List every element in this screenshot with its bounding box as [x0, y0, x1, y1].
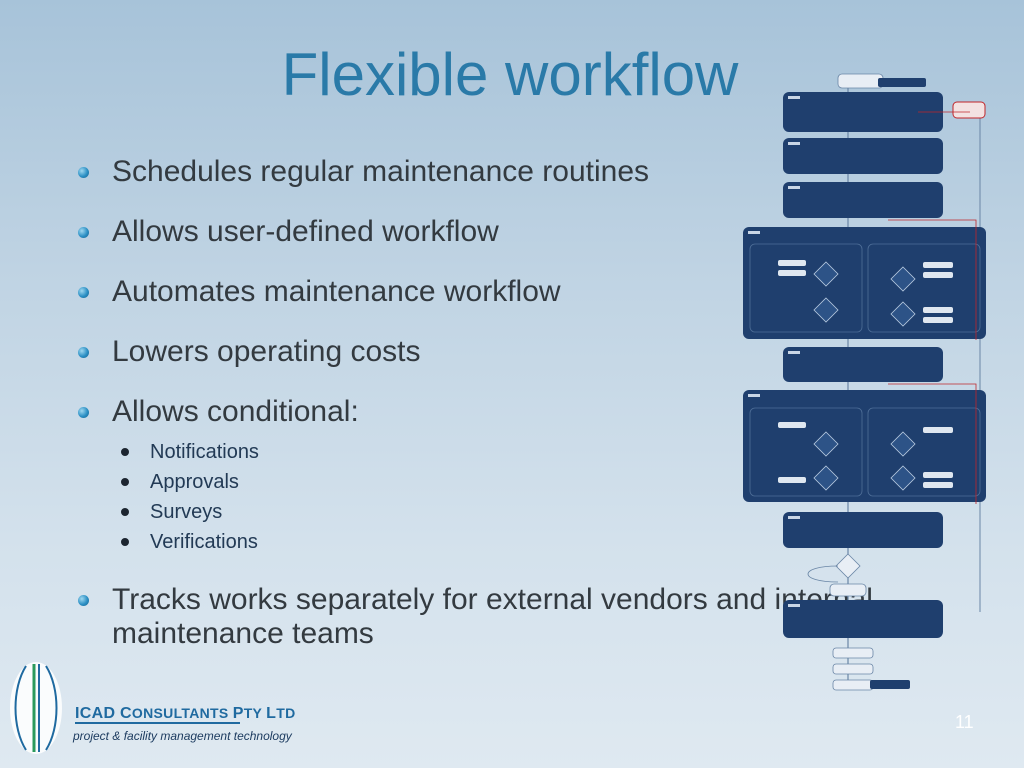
bullet-item: Allows conditional: Notifications Approv… [78, 395, 878, 557]
flow-task [778, 477, 806, 483]
bullet-text: Tracks works separately for external ven… [112, 583, 873, 650]
sub-bullet-item: Surveys [112, 497, 878, 527]
sub-bullet-text: Verifications [150, 531, 258, 553]
sub-bullet-icon [121, 448, 129, 456]
bullet-text: Lowers operating costs [112, 335, 421, 368]
company-name-prefix: ICAD C [75, 705, 132, 722]
flow-task [923, 262, 953, 268]
flow-task [778, 422, 806, 428]
bullet-text: Allows conditional: [112, 395, 359, 428]
sub-bullet-item: Notifications [112, 437, 878, 467]
sub-bullet-icon [121, 508, 129, 516]
bullet-icon [78, 595, 89, 606]
bullet-item: Schedules regular maintenance routines [78, 155, 878, 189]
flow-process-node [829, 583, 867, 597]
flow-connector [807, 565, 839, 583]
bullet-item: Allows user-defined workflow [78, 215, 878, 249]
flow-sla-block [783, 182, 943, 218]
flow-task [923, 472, 953, 478]
company-logo-icon [10, 662, 62, 754]
page-number: 11 [955, 712, 974, 732]
flow-sla-label-mark [748, 231, 760, 234]
bullet-icon [78, 287, 89, 298]
company-name-part: ONSULTANTS [131, 705, 229, 721]
flow-sla-block [783, 138, 943, 174]
flow-task [923, 482, 953, 488]
flow-sla-block [783, 512, 943, 548]
sub-bullet-list: Notifications Approvals Surveys Verifica… [112, 437, 878, 557]
flow-decision [813, 261, 839, 287]
flow-task [923, 272, 953, 278]
flow-decision [835, 553, 861, 579]
bullet-icon [78, 167, 89, 178]
bullet-text: Allows user-defined workflow [112, 215, 499, 248]
company-name-part: TD [276, 705, 296, 721]
flow-sla-label-mark [788, 604, 800, 607]
bullet-icon [78, 347, 89, 358]
company-name-part: TY [243, 705, 262, 721]
flow-decision [890, 465, 916, 491]
sub-bullet-text: Notifications [150, 441, 259, 463]
flow-start-node [837, 73, 884, 89]
flow-decision [890, 301, 916, 327]
company-name: ICAD CONSULTANTS PTY LTD [75, 705, 296, 723]
flow-process-node [832, 647, 874, 659]
bullet-list: Schedules regular maintenance routines A… [78, 155, 878, 677]
flow-box [870, 680, 910, 689]
flow-decision [890, 266, 916, 292]
bullet-item: Tracks works separately for external ven… [78, 583, 878, 651]
flow-sla-label-mark [788, 351, 800, 354]
flow-task [778, 260, 806, 266]
flow-sla-label-mark [788, 142, 800, 145]
company-underline [75, 722, 240, 724]
flow-connector [888, 219, 977, 340]
bullet-item: Automates maintenance workflow [78, 275, 878, 309]
sub-bullet-text: Approvals [150, 471, 239, 493]
flow-process-node [832, 663, 874, 675]
flow-decision [813, 431, 839, 457]
flow-box [878, 78, 926, 87]
flow-sub-panel [867, 407, 981, 497]
flow-decision [813, 297, 839, 323]
workflow-diagram [743, 73, 986, 691]
flow-process-node [832, 679, 874, 691]
flow-alert-node [952, 101, 986, 119]
company-name-part: L [266, 705, 277, 722]
flow-sla-block [783, 600, 943, 638]
sub-bullet-icon [121, 478, 129, 486]
bullet-text: Automates maintenance workflow [112, 275, 561, 308]
bullet-icon [78, 407, 89, 418]
flow-decision [813, 465, 839, 491]
flow-sla-block [783, 347, 943, 382]
slide-title: Flexible workflow [281, 41, 739, 108]
bullet-icon [78, 227, 89, 238]
flow-sla-label-mark [748, 394, 760, 397]
sub-bullet-icon [121, 538, 129, 546]
sub-bullet-item: Approvals [112, 467, 878, 497]
flow-sla-block [783, 92, 943, 132]
flow-decision [890, 431, 916, 457]
flow-sla-label-mark [788, 516, 800, 519]
flow-task [923, 317, 953, 323]
sub-bullet-text: Surveys [150, 501, 223, 523]
flow-sub-panel [749, 407, 863, 497]
flow-sub-panel [749, 243, 863, 333]
flow-sla-label-mark [788, 186, 800, 189]
bullet-text: Schedules regular maintenance routines [112, 155, 649, 188]
flow-sla-label-mark [788, 96, 800, 99]
company-name-part: P [232, 705, 244, 722]
flow-connector [888, 383, 977, 504]
flow-task [923, 427, 953, 433]
flow-task [923, 307, 953, 313]
flow-task [778, 270, 806, 276]
company-tagline: project & facility management technology [73, 729, 292, 743]
sub-bullet-item: Verifications [112, 527, 878, 557]
flow-sub-panel [867, 243, 981, 333]
bullet-item: Lowers operating costs [78, 335, 878, 369]
